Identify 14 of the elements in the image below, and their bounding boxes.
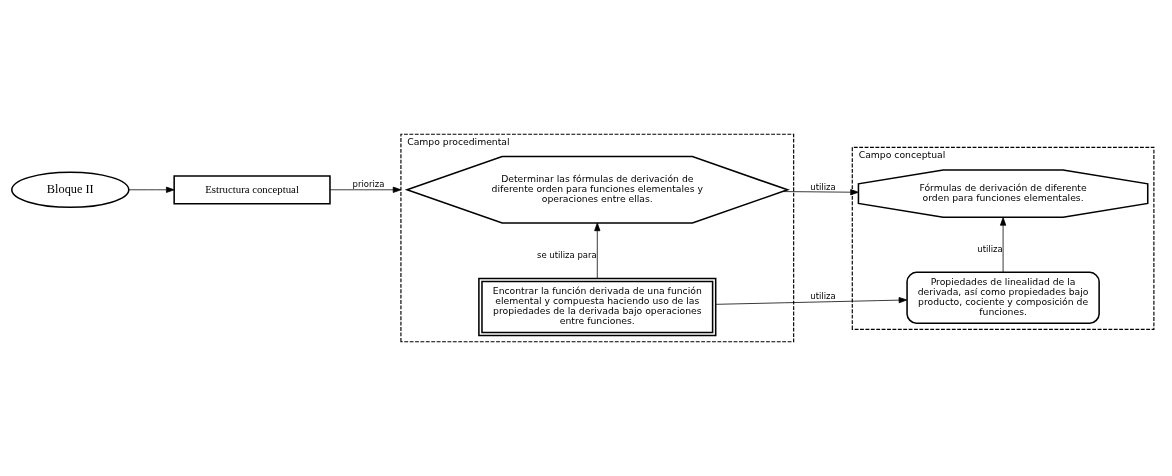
- arrow: [594, 222, 601, 279]
- arrow: [715, 297, 908, 305]
- arrow: [329, 186, 402, 193]
- node-ellipse: Bloque II: [11, 171, 130, 209]
- edge-label: prioriza: [352, 179, 385, 190]
- node-box: Estructura conceptual: [173, 175, 331, 205]
- arrow: [128, 186, 175, 193]
- node-box: Propiedades de linealidad de la derivada, así como propiedades bajo producto, cociente y composición de funciones.: [906, 271, 1100, 324]
- edge-label: utiliza: [810, 181, 836, 192]
- edge-label: se utiliza para: [537, 249, 597, 260]
- edge-label: utiliza: [810, 291, 836, 302]
- edge-label: utiliza: [977, 243, 1003, 254]
- arrow: [782, 189, 859, 196]
- arrow: [1000, 217, 1007, 273]
